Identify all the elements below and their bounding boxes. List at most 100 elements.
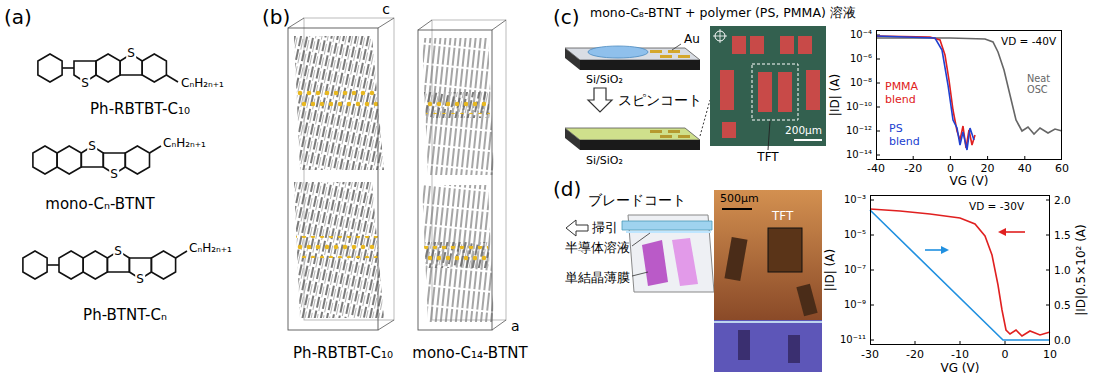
atom-label: S: [87, 140, 97, 152]
tick-label: 20: [981, 163, 995, 176]
micrograph-image-part: [752, 64, 798, 120]
transfer-curve-part: [1004, 231, 1025, 233]
transfer-curve-part: [870, 209, 1050, 336]
molecule-name: Ph-RBTBT-C₁₀: [293, 345, 393, 362]
micrograph-image-part: [738, 330, 750, 360]
micrograph-image-part: [720, 70, 734, 110]
micrograph-image-part: [722, 208, 752, 210]
micrograph-image-part: [724, 237, 747, 281]
substrate-illustration-part: [678, 135, 690, 138]
tick-label: 40: [1018, 163, 1032, 176]
molecule-structure-part: [96, 54, 120, 82]
micrograph-image-part: [768, 228, 802, 272]
micrograph-image-part: [750, 36, 764, 54]
blade-coat-illustration-part: [566, 220, 588, 236]
substrate-illustration-part: [660, 55, 672, 58]
micrograph-image-part: [788, 335, 800, 363]
molecule-name: mono-C₁₄-BTNT: [412, 345, 527, 362]
tick-label: 10: [1043, 349, 1057, 362]
node-text: PS blend: [889, 123, 929, 148]
molecule-structure-part: [83, 251, 107, 279]
process-label: ブレードコート: [588, 192, 686, 208]
substrate-illustration-part: [668, 130, 680, 133]
molecule-structure-part: [142, 54, 166, 82]
micrograph-image-part: [722, 122, 736, 138]
substrate-illustration-part: [672, 44, 681, 50]
tick-label: 10⁻⁴: [850, 29, 872, 41]
molecule-structure-part: [33, 146, 57, 174]
crystal-packing-part: [424, 92, 490, 118]
blade-coat-illustration-part: [642, 240, 668, 286]
transfer-curve-part: [925, 249, 943, 251]
atom-label: S: [126, 47, 136, 59]
micrograph-image-part: [732, 36, 746, 54]
process-label: 掃引: [592, 221, 618, 236]
substrate-illustration-part: [588, 88, 612, 112]
tick-label: -30: [861, 349, 879, 362]
molecule-name: mono-Cₙ-BTNT: [45, 196, 154, 213]
formula-label: CₙH₂ₙ₊₁: [189, 242, 232, 256]
tick-label: 10⁻¹¹: [840, 334, 866, 346]
substrate-illustration-part: [580, 60, 700, 70]
panel-letter: (b): [262, 6, 290, 29]
axis-label: VG (V): [950, 175, 989, 189]
blade-coat-illustration-part: [632, 233, 650, 246]
transfer-curve-part: [876, 35, 1025, 160]
crystal-packing-part: [378, 18, 394, 28]
substrate-label: Si/SiO₂: [586, 74, 623, 87]
tick-label: 0: [947, 163, 954, 176]
tick-label: 2.0: [1054, 194, 1071, 206]
formula-label: CₙH₂ₙ₊₁: [163, 137, 206, 151]
crystal-packing-part: [294, 36, 384, 170]
substrate-illustration-part: [678, 55, 690, 58]
panel-letter: (c): [553, 6, 580, 29]
micrograph-image-part: [714, 320, 822, 372]
crystal-packing-part: [288, 18, 304, 28]
blade-coat-illustration: [566, 215, 714, 292]
panel-letter: (d): [553, 178, 581, 201]
tick-label: 60: [1055, 163, 1069, 176]
device-label: TFT: [757, 151, 778, 165]
crystal-packing-part: [418, 20, 432, 30]
crystal-packing-part: [422, 38, 494, 175]
node-text: TFT: [772, 210, 793, 224]
atom-label: S: [113, 245, 123, 257]
tick-label: 0: [1002, 349, 1009, 362]
molecule-structure: [23, 251, 187, 279]
micrograph-image-part: [780, 36, 794, 54]
tick-label: 10⁻¹⁴: [846, 149, 872, 161]
substrate-illustration-part: [650, 50, 662, 53]
molecule-structure: [38, 54, 178, 82]
crystal-packing-part: [294, 182, 384, 318]
molecule-name: Ph-RBTBT-C₁₀: [90, 101, 190, 118]
node-text: VD = -30V: [969, 200, 1024, 212]
blade-coat-illustration-part: [632, 272, 648, 276]
transfer-curve-part: [941, 246, 949, 254]
micrograph-image-part: [710, 26, 826, 146]
transfer-curve-part: [876, 36, 975, 148]
crystal-packing-part: [422, 185, 494, 322]
substrate-illustration-part: [580, 140, 700, 150]
substrate-label: Si/SiO₂: [586, 155, 623, 168]
blade-coat-illustration-part: [626, 231, 711, 233]
substrate-illustration: [565, 44, 710, 150]
node-text: 200µm: [785, 124, 822, 136]
crystal-packing-part: [492, 320, 506, 330]
axis-label: |ID| (A): [824, 249, 838, 291]
micrograph-image-part: [768, 121, 770, 150]
solution-label: mono-C₈-BTNT + polymer (PS, PMMA) 溶液: [590, 6, 856, 20]
substrate-illustration-part: [668, 50, 680, 53]
tick-label: 1.5: [1054, 229, 1071, 241]
film-label: 単結晶薄膜: [565, 271, 630, 286]
molecule-structure-part: [59, 251, 83, 279]
molecule-structure-part: [47, 264, 59, 266]
molecule-structure-part: [151, 251, 175, 279]
tick-label: -40: [867, 163, 885, 176]
substrate-illustration-part: [588, 46, 648, 58]
atom-label: S: [80, 77, 90, 89]
tick-label: 0.0: [1054, 334, 1071, 346]
node-text: 500µm: [720, 193, 759, 206]
axis-label: |ID| (A): [829, 74, 843, 116]
substrate-illustration-part: [565, 128, 700, 140]
